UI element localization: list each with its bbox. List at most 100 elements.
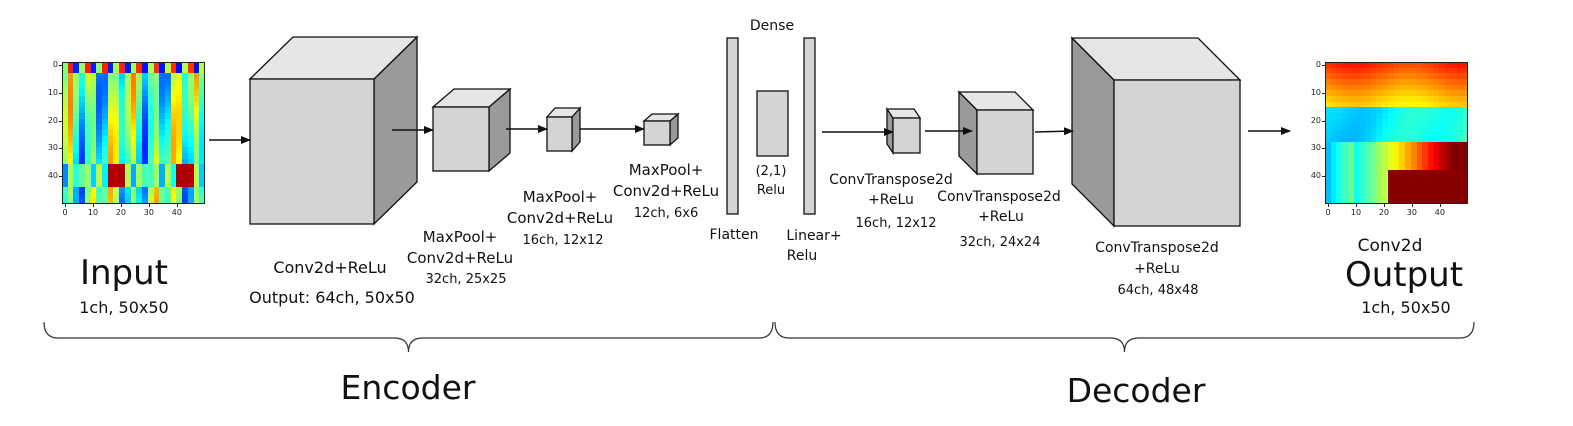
output-heatmap-cell [1382,141,1389,148]
input-heatmap-cell [67,73,75,80]
output-heatmap-cell [1370,118,1378,126]
output-heatmap-cell [1342,147,1349,154]
input-heatmap-cell [142,164,149,171]
output-heatmap-cell [1433,124,1440,131]
output-heatmap-cell [1427,175,1435,182]
input-heatmap-cell [73,169,80,177]
output-heatmap-cell [1393,198,1400,204]
input-heatmap-cell [199,73,205,80]
output-heatmap-cell [1393,62,1400,69]
input-heatmap-cell [73,152,80,160]
output-heatmap-cell [1370,67,1378,74]
output-heatmap-cell [1365,73,1372,80]
input-heatmap-cell [67,62,75,69]
input-heatmap-cell [90,62,97,69]
output-heatmap-cell [1462,130,1468,137]
output-heatmap-cell [1427,198,1435,204]
output-heatmap-cell [1416,113,1423,120]
input-heatmap-cell [153,79,160,86]
output-heatmap-cell [1359,169,1366,177]
input-heatmap-cell [90,181,97,188]
input-heatmap-cell [96,175,103,182]
output-heatmap-cell [1462,67,1468,74]
output-heatmap-cell [1365,124,1372,131]
input-heatmap-cell [136,73,143,80]
output-heatmap-cell [1376,96,1383,103]
input-heatmap-cell [153,186,160,194]
output-heatmap-cell [1382,67,1389,74]
input-heatmap-cell [79,158,86,165]
output-heatmap-cell [1342,62,1349,69]
input-heatmap-cell [170,79,177,86]
output-heatmap-cell [1336,181,1343,188]
output-heatmap-cell [1405,135,1412,143]
output-heatmap-cell [1450,175,1458,182]
input-heatmap-cell [159,107,166,114]
output-heatmap-cell [1462,90,1468,97]
output-heatmap-cell [1342,73,1349,80]
output-heatmap-cell [1365,79,1372,86]
output-heatmap-cell [1433,141,1440,148]
output-heatmap-cell [1325,186,1332,194]
input-heatmap-cell [102,158,109,165]
input-heatmap-cell [142,62,149,69]
output-heatmap-cell [1433,175,1440,182]
input-heatmap-cell [90,84,97,91]
output-heatmap-cell [1330,130,1338,137]
input-heatmap-cell [107,158,115,165]
output-heatmap-cell [1433,186,1440,194]
input-heatmap-cell [119,135,126,143]
output-heatmap-cell [1422,101,1429,109]
output-heatmap-cell [1376,101,1383,109]
input-heatmap-cell [142,135,149,143]
output-heatmap-cell [1359,101,1366,109]
input-heatmap-cell [147,181,155,188]
output-heatmap-cell [1405,101,1412,109]
input-heatmap-cell [182,118,189,126]
output-heatmap-cell [1325,141,1332,148]
linear-label-line1: Linear+ [786,228,842,244]
output-heatmap-cell [1462,118,1468,126]
output-heatmap-cell [1405,79,1412,86]
deconv1-cube-top [885,108,922,119]
input-heatmap-cell [159,118,166,126]
input-heatmap-cell [164,135,172,143]
input-heatmap-cell [164,67,172,74]
input-heatmap-cell [153,84,160,91]
input-heatmap-cell [147,152,155,160]
input-heatmap-cell [176,107,183,114]
input-heatmap-cell [170,84,177,91]
linear-label-line2: Relu [786,248,818,264]
output-heatmap-cell [1325,152,1332,160]
input-heatmap-cell [199,158,205,165]
input-heatmap-cell [73,84,80,91]
output-heatmap-cell [1353,181,1360,188]
output-heatmap-cell [1365,84,1372,91]
output-heatmap-cell [1456,141,1463,148]
output-heatmap-cell [1359,67,1366,74]
input-heatmap-cell [136,124,143,131]
output-heatmap-cell [1387,118,1395,126]
output-heatmap-cell [1387,67,1395,74]
input-heatmap-cell [96,73,103,80]
output-heatmap-cell [1445,84,1452,91]
input-heatmap-cell [90,198,97,204]
output-heatmap-cell [1445,141,1452,148]
input-heatmap-cell [84,192,92,199]
output-heatmap-cell [1330,175,1338,182]
output-heatmap-cell [1462,107,1468,114]
output-heatmap-cell [1376,113,1383,120]
output-heatmap-cell [1370,141,1378,148]
input-heatmap-cell [182,158,189,165]
output-heatmap-cell [1336,169,1343,177]
output-heatmap-cell [1450,62,1458,69]
output-heatmap-cell [1325,147,1332,154]
input-heatmap-cell [119,181,126,188]
input-heatmap-cell [199,118,205,126]
input-heatmap-cell [176,135,183,143]
input-heatmap-cell [124,101,132,109]
input-heatmap-cell [142,101,149,109]
output-heatmap-cell [1365,175,1372,182]
output-heatmap-cell [1410,158,1418,165]
